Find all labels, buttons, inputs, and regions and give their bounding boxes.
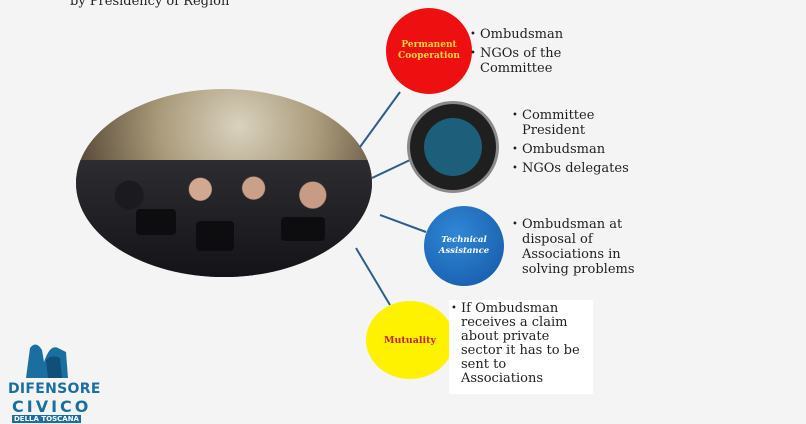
camera-icon: [281, 217, 325, 241]
list-item: •Ombudsman at disposal of Associations i…: [512, 217, 635, 277]
node-2-list: •Committee President •Ombudsman •NGOs de…: [512, 108, 642, 180]
camera-icon: [196, 221, 234, 251]
node-permanent-cooperation: Permanent Cooperation: [386, 8, 472, 94]
camera-icon: [136, 209, 176, 235]
node-label: Mutuality: [384, 334, 436, 346]
node-label: Technical Assistance: [438, 235, 490, 256]
difensore-civico-logo: DIFENSORE CIVICO DELLA TOSCANA: [8, 336, 101, 424]
list-item: •If Ombudsman receives a claim about pri…: [451, 301, 580, 386]
list-item: •Ombudsman: [470, 27, 564, 42]
list-item: •NGOs delegates: [512, 161, 629, 176]
connector-line-1: [359, 91, 401, 148]
connector-line-3: [379, 214, 427, 233]
node-label: Permanent Cooperation: [398, 40, 460, 61]
round-table-meeting-icon: [407, 101, 499, 193]
node-mutuality: Mutuality: [366, 301, 454, 379]
connector-line-2: [371, 159, 411, 179]
node-4-list: •If Ombudsman receives a claim about pri…: [449, 300, 593, 394]
meeting-table: [424, 118, 482, 176]
connector-line-4: [355, 247, 391, 306]
node-3-list: •Ombudsman at disposal of Associations i…: [512, 217, 652, 277]
press-photo: [76, 89, 372, 277]
node-technical-assistance: Technical Assistance: [424, 206, 504, 286]
header-partial-text: by Presidency of Region: [70, 0, 230, 9]
list-item: •NGOs of the Committee: [470, 46, 562, 76]
logo-mark-icon: [26, 344, 68, 378]
logo-line-3: DELLA TOSCANA: [12, 415, 81, 423]
list-item: •Ombudsman: [512, 142, 606, 157]
list-item: •Committee President: [512, 108, 595, 138]
logo-line-1: DIFENSORE: [8, 381, 101, 397]
logo-line-2: CIVICO: [12, 397, 92, 416]
node-1-list: •Ombudsman •NGOs of the Committee: [470, 27, 595, 80]
